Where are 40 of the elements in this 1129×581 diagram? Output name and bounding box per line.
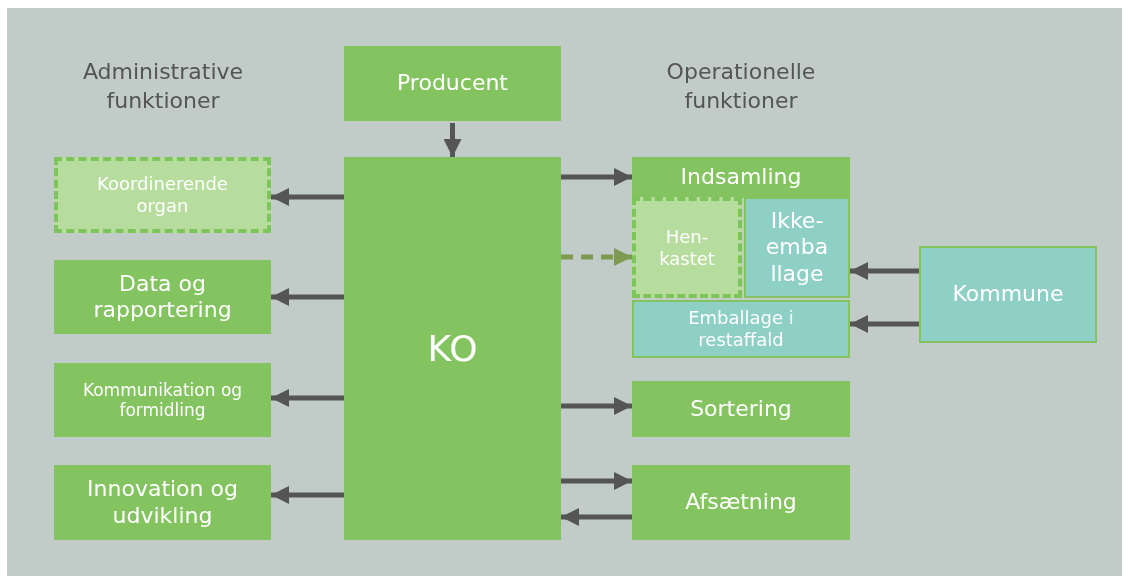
dashed-box <box>632 197 742 298</box>
dashed-box <box>54 157 271 233</box>
box-label: Koordinerende organ <box>96 173 229 217</box>
box-label: KO <box>427 326 478 371</box>
process-box <box>54 465 271 540</box>
process-box <box>54 260 271 334</box>
arrow <box>561 168 632 186</box>
external-box <box>919 246 1097 343</box>
process-box <box>54 363 271 437</box>
column-heading: Administrative funktioner <box>81 58 245 115</box>
external-box <box>744 197 850 298</box>
box-label: Kommune <box>952 281 1064 308</box>
arrow <box>561 397 632 415</box>
arrow <box>561 472 632 490</box>
box-label: Indsamling <box>680 164 802 191</box>
process-box <box>632 157 850 198</box>
box-label: Innovation og udvikling <box>86 476 239 529</box>
arrow <box>850 262 919 280</box>
box-label: Hen- kastet <box>658 225 716 270</box>
arrow <box>271 188 344 206</box>
arrow <box>271 486 344 504</box>
external-box <box>632 300 850 358</box>
process-box <box>344 46 561 121</box>
box-label: Emballage i restaffald <box>687 307 795 351</box>
box-label: Data og rapportering <box>92 270 233 324</box>
column-heading: Operationelle funktioner <box>665 58 817 115</box>
process-box <box>344 157 561 540</box>
box-label: Afsætning <box>685 489 797 516</box>
box-label: Ikke- emba llage <box>764 207 830 288</box>
arrow <box>271 389 344 407</box>
arrow <box>443 123 462 157</box>
arrow <box>271 288 344 306</box>
box-label: Kommunikation og formidling <box>81 379 244 421</box>
arrow <box>850 315 919 333</box>
box-label: Producent <box>397 70 508 97</box>
arrow <box>561 248 632 266</box>
box-label: Sortering <box>690 395 792 423</box>
arrow <box>561 508 632 526</box>
process-box <box>632 465 850 540</box>
process-box <box>632 381 850 437</box>
